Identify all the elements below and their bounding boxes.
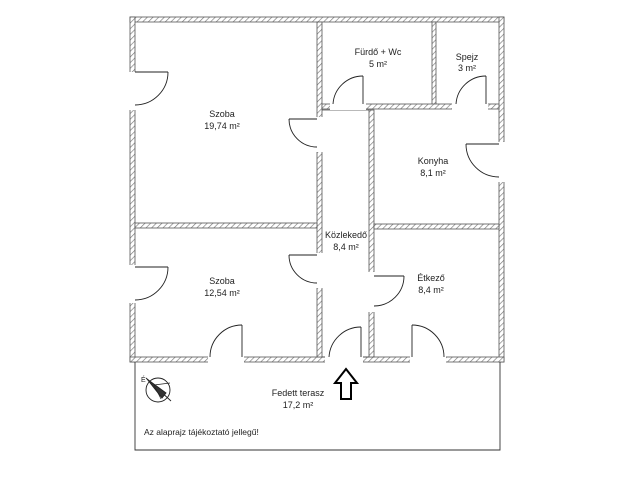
wall-left (129, 16, 136, 363)
svg-text:É: É (141, 375, 146, 384)
room-konyha-area: 8,1 m² (420, 168, 446, 178)
room-konyha-name: Konyha (418, 156, 449, 166)
room-spejz-area: 3 m² (458, 63, 476, 73)
wall-kozlekedo-right (368, 109, 375, 358)
walls (129, 16, 505, 363)
room-kozlekedo-area: 8,4 m² (333, 242, 359, 252)
room-spejz-name: Spejz (456, 52, 479, 62)
room-szoba1-name: Szoba (209, 109, 235, 119)
up-arrow-icon (332, 367, 360, 400)
north-compass-icon: É (141, 375, 172, 403)
wall-furdo-spejz (431, 21, 437, 106)
door-swings (134, 71, 500, 358)
room-terasz-name: Fedett terasz (272, 388, 325, 398)
room-kozlekedo-name: Közlekedő (325, 230, 367, 240)
door-openings (129, 72, 505, 363)
room-furdo-name: Fürdő + Wc (355, 47, 402, 57)
terrace-outline (134, 362, 501, 451)
wall-right (498, 16, 505, 363)
wall-top (129, 16, 505, 23)
room-szoba1-area: 19,74 m² (204, 121, 240, 131)
wall-bottom (129, 356, 505, 363)
wall-szoba-szoba (134, 222, 318, 229)
room-etkezo-area: 8,4 m² (418, 285, 444, 295)
room-szoba2-name: Szoba (209, 276, 235, 286)
room-labels: Szoba 19,74 m² Fürdő + Wc 5 m² Spejz 3 m… (204, 47, 479, 410)
wall-furdo-bottom (321, 103, 500, 110)
disclaimer-note: Az alaprajz tájékoztató jellegű! (144, 427, 259, 437)
room-terasz-area: 17,2 m² (283, 400, 314, 410)
room-etkezo-name: Étkező (417, 273, 445, 283)
room-szoba2-area: 12,54 m² (204, 288, 240, 298)
wall-szoba-furdo (316, 21, 323, 358)
room-furdo-area: 5 m² (369, 59, 387, 69)
wall-konyha-etkezo (373, 223, 500, 230)
